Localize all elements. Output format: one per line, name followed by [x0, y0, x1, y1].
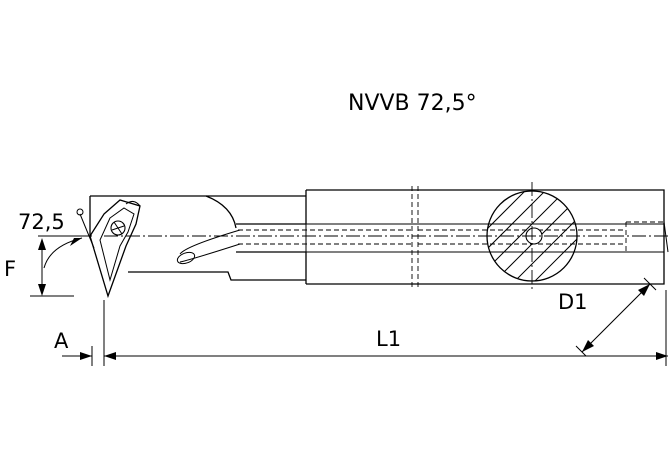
angle-dimension: 72,5 [18, 208, 95, 269]
f-label: F [4, 257, 16, 281]
a-label: A [54, 329, 69, 353]
l1-label: L1 [376, 327, 401, 351]
a-dimension: A [54, 300, 105, 366]
drawing-title: NVVB 72,5° [348, 91, 477, 116]
cutting-insert [89, 199, 141, 299]
d1-dimension: D1 [558, 277, 657, 357]
angle-label: 72,5 [18, 210, 65, 234]
d1-label: D1 [558, 290, 588, 314]
f-dimension: F [4, 235, 92, 297]
tool-body [89, 186, 669, 288]
l1-dimension: L1 [104, 290, 668, 366]
